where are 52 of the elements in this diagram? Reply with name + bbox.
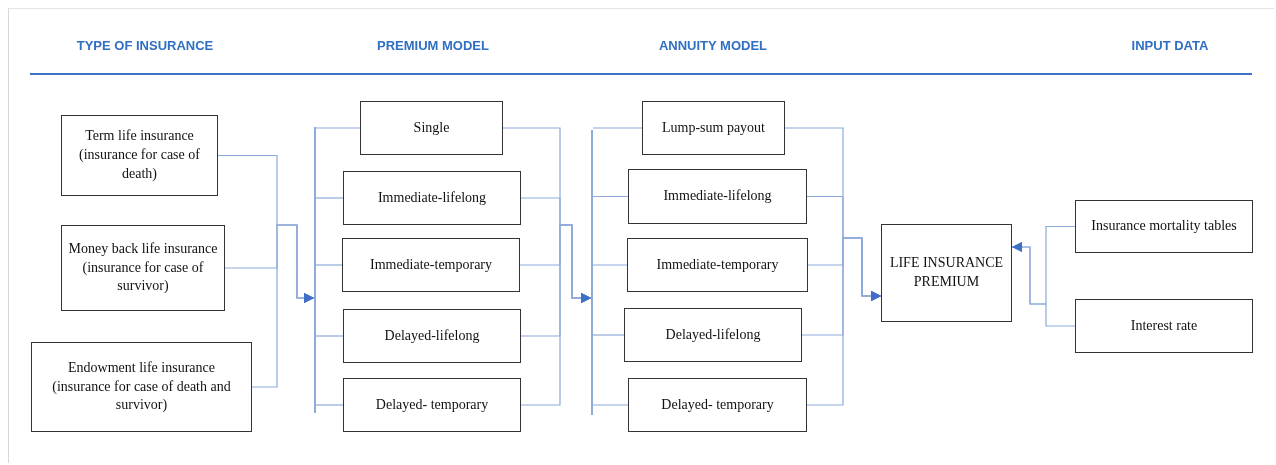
process-box	[642, 101, 785, 155]
process-box	[627, 238, 808, 292]
box-text: Immediate-lifelong	[663, 187, 772, 206]
connector-line	[592, 127, 643, 129]
process-box	[628, 378, 807, 432]
process-box	[343, 378, 521, 432]
column-heading: ANNUITY MODEL	[658, 38, 768, 53]
process-box	[628, 169, 807, 224]
connector-line	[592, 404, 629, 406]
connector-line	[315, 264, 343, 266]
box-text: Term life insurance (insurance for case of death)	[78, 127, 201, 183]
box-text: Delayed- temporary	[375, 395, 489, 414]
arrow	[1011, 242, 1076, 327]
process-box	[343, 309, 521, 363]
process-box	[1075, 200, 1253, 253]
connector-line	[315, 335, 344, 337]
box-text: Delayed- temporary	[661, 395, 774, 414]
box-text: LIFE INSURANCE PREMIUM	[888, 254, 1005, 291]
box-text: Endowment life insurance (insurance for case of death and survivor)	[51, 358, 232, 415]
box-text: Money back life insurance (insurance for case of survivor)	[68, 239, 218, 296]
process-box	[1075, 299, 1253, 353]
process-box	[343, 171, 521, 225]
box-text: Immediate-temporary	[656, 255, 779, 274]
connector-line	[315, 197, 344, 199]
connector-line	[592, 195, 629, 198]
connector-line	[592, 334, 625, 336]
connector-line	[315, 404, 344, 406]
box-text: Insurance mortality tables	[1091, 217, 1237, 236]
process-box	[31, 342, 252, 432]
process-box	[360, 101, 503, 155]
box-text: Interest rate	[1130, 316, 1198, 335]
process-box	[61, 115, 218, 196]
process-box	[881, 224, 1012, 322]
bracket-line	[314, 127, 316, 413]
box-text: Immediate-temporary	[369, 255, 493, 274]
box-text: Delayed-lifelong	[665, 325, 761, 344]
column-heading: PREMIUM MODEL	[377, 38, 489, 53]
bracket-line	[591, 130, 593, 415]
connector-line	[592, 264, 628, 266]
arrow	[251, 224, 315, 388]
arrow	[806, 237, 882, 406]
box-text: Lump-sum payout	[661, 118, 765, 137]
process-box	[61, 225, 225, 311]
column-heading: INPUT DATA	[1131, 38, 1209, 53]
box-text: Delayed-lifelong	[384, 326, 480, 345]
box-text: Single	[413, 118, 450, 137]
box-text: Immediate-lifelong	[377, 188, 487, 207]
column-heading: TYPE OF INSURANCE	[76, 38, 214, 53]
process-box	[624, 308, 802, 362]
process-box	[342, 238, 520, 292]
connector-line	[315, 127, 361, 129]
arrow	[520, 224, 592, 406]
